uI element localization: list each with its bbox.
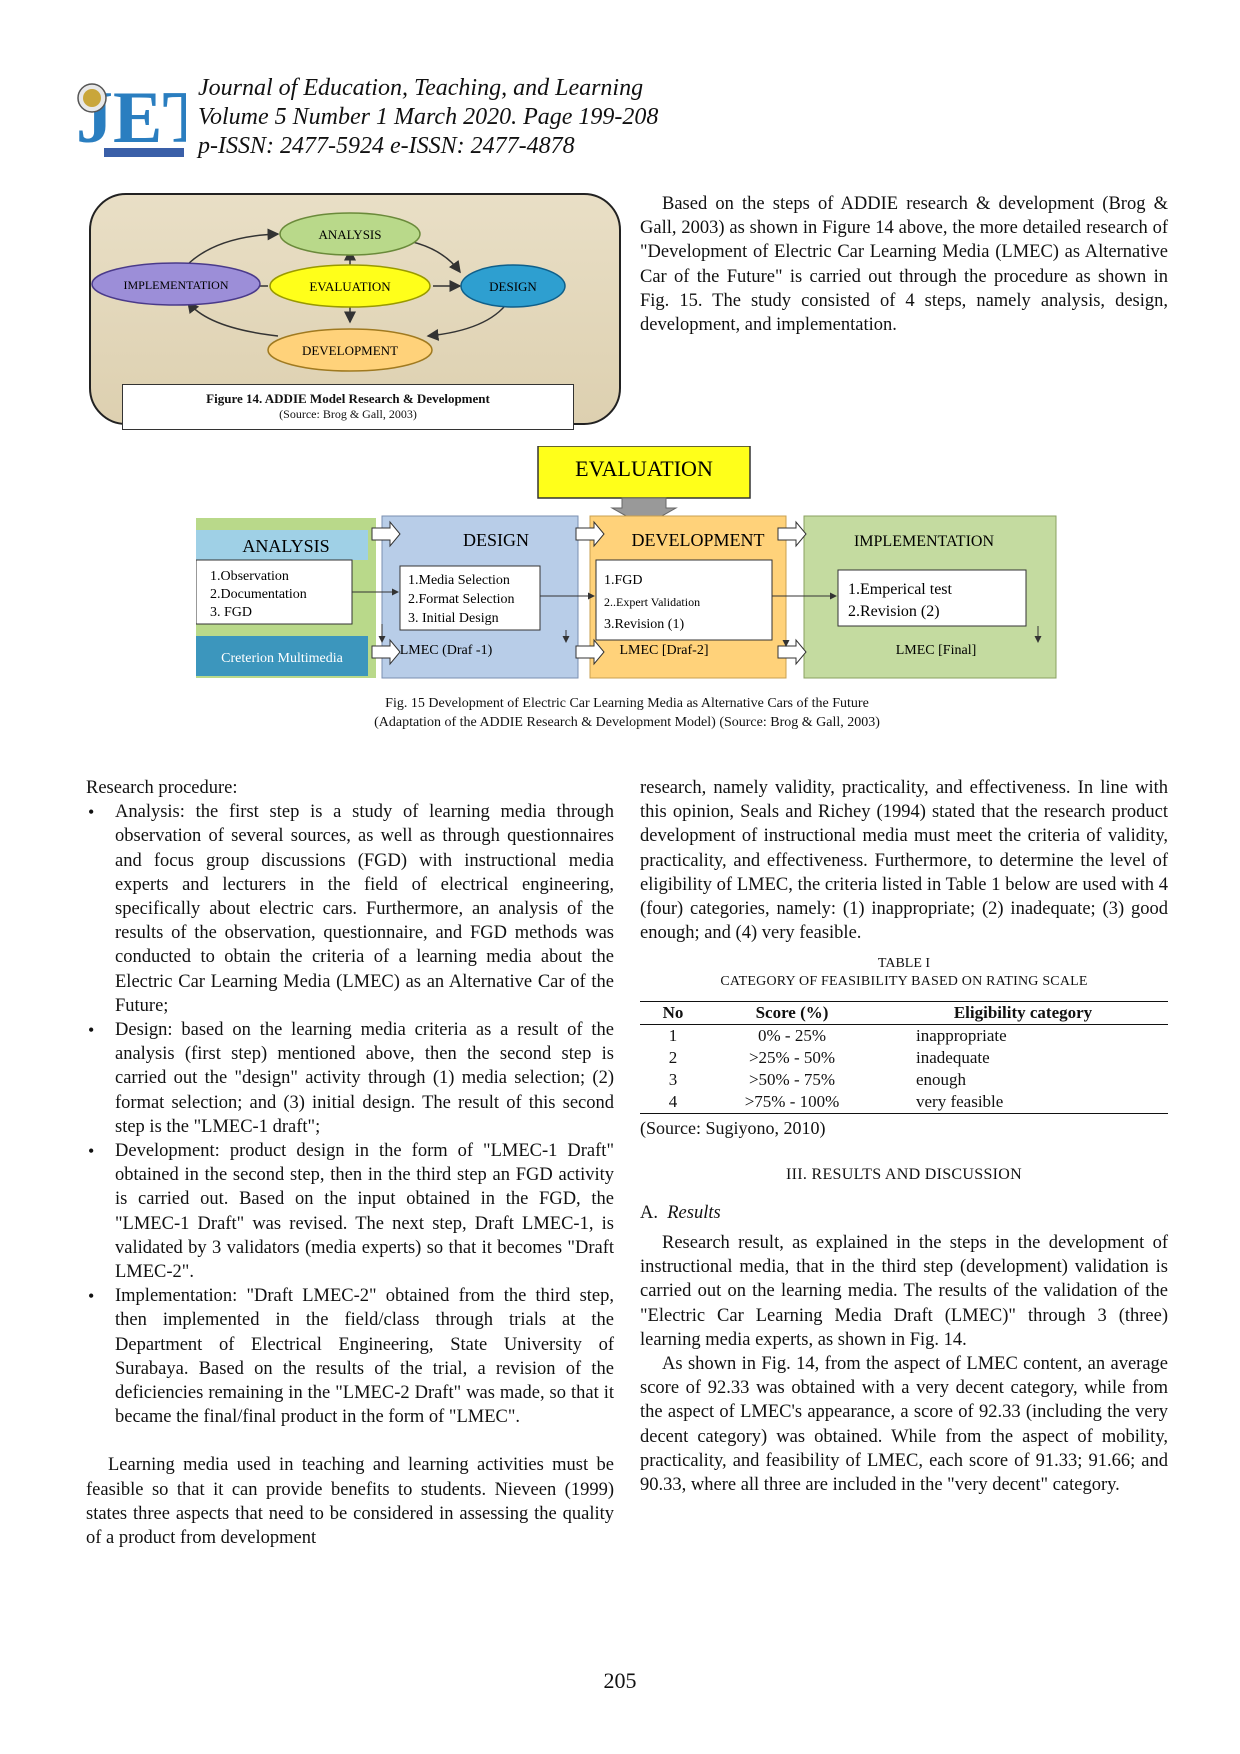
research-procedure-list: Analysis: the first step is a study of l… bbox=[86, 800, 614, 1429]
table-header-no: No bbox=[640, 1001, 706, 1026]
svg-text:DEVELOPMENT: DEVELOPMENT bbox=[302, 343, 398, 358]
subsection-heading: A. Results bbox=[640, 1201, 1168, 1225]
fig14-development-node: DEVELOPMENT bbox=[267, 328, 433, 372]
fig15-design-item-2: 2.Format Selection bbox=[408, 592, 515, 607]
research-procedure-heading: Research procedure: bbox=[86, 778, 238, 798]
fig15-design-item-3: 3. Initial Design bbox=[408, 611, 499, 626]
journal-title: Journal of Education, Teaching, and Lear… bbox=[198, 75, 644, 101]
left-column: Research procedure: Analysis: the first … bbox=[86, 776, 614, 1550]
table-row: 2 >25% - 50% inadequate bbox=[640, 1047, 1168, 1069]
figure-15-lmec-procedure: EVALUATION ANALYSIS DESIGN DEVELOPMENT I… bbox=[195, 445, 1058, 680]
intro-paragraph: Based on the steps of ADDIE research & d… bbox=[640, 194, 1168, 336]
table-cell: 2 bbox=[668, 1048, 678, 1068]
fig15-development-item-2: 2..Expert Validation bbox=[604, 595, 700, 609]
fig15-analysis-output: Creterion Multimedia bbox=[221, 651, 343, 666]
table-subtitle: CATEGORY OF FEASIBILITY BASED ON RATING … bbox=[720, 974, 1088, 990]
table-cell: very feasible bbox=[878, 1091, 1168, 1115]
figure-14-caption-title: Figure 14. ADDIE Model Research & Develo… bbox=[206, 391, 490, 406]
table-cell: >50% - 75% bbox=[748, 1070, 836, 1090]
fig15-analysis-item-1: 1.Observation bbox=[210, 569, 289, 584]
fig15-implementation-title: IMPLEMENTATION bbox=[854, 533, 994, 550]
table-cell: enough bbox=[916, 1070, 967, 1090]
page-number: 205 bbox=[603, 1668, 637, 1693]
procedure-analysis: Analysis: the first step is a study of l… bbox=[86, 800, 614, 1018]
figure-14-caption: Figure 14. ADDIE Model Research & Develo… bbox=[122, 384, 574, 430]
fig15-evaluation-box: EVALUATION bbox=[537, 445, 751, 499]
feasibility-table: No Score (%) Eligibility category 1 0% -… bbox=[640, 1001, 1168, 1115]
table-cell: 1 bbox=[668, 1026, 678, 1046]
fig15-analysis-item-3: 3. FGD bbox=[210, 605, 252, 620]
fig15-development-item-1: 1.FGD bbox=[604, 573, 643, 588]
fig14-implementation-node: IMPLEMENTATION bbox=[91, 262, 261, 306]
procedure-implementation: Implementation: "Draft LMEC-2" obtained … bbox=[86, 1284, 614, 1429]
figure-15-caption-line-2: (Adaptation of the ADDIE Research & Deve… bbox=[374, 715, 880, 730]
section-heading: III. RESULTS AND DISCUSSION bbox=[786, 1165, 1022, 1183]
journal-issn: p-ISSN: 2477-5924 e-ISSN: 2477-4878 bbox=[198, 133, 575, 159]
fig15-implementation-item-2: 2.Revision (2) bbox=[848, 603, 940, 620]
subsection-label: A. bbox=[640, 1202, 658, 1223]
procedure-design: Design: based on the learning media crit… bbox=[86, 1018, 614, 1139]
fig15-development-item-3: 3.Revision (1) bbox=[604, 617, 684, 632]
criteria-paragraph: research, namely validity, practicality,… bbox=[640, 778, 1168, 944]
fig15-design-title: DESIGN bbox=[463, 530, 529, 550]
table-cell: >75% - 100% bbox=[706, 1091, 878, 1115]
table-cell: inadequate bbox=[916, 1048, 990, 1068]
fig15-implementation-output: LMEC [Final] bbox=[896, 643, 977, 658]
table-cell: 4 bbox=[640, 1091, 706, 1115]
fig14-analysis-node: ANALYSIS bbox=[279, 212, 421, 256]
fig15-analysis-item-2: 2.Documentation bbox=[210, 587, 307, 602]
table-header-score: Score (%) bbox=[706, 1001, 878, 1026]
procedure-development: Development: product design in the form … bbox=[86, 1139, 614, 1284]
fig14-evaluation-node: EVALUATION bbox=[269, 264, 431, 308]
fig14-design-node: DESIGN bbox=[460, 264, 566, 308]
learning-media-paragraph: Learning media used in teaching and lear… bbox=[86, 1455, 614, 1549]
right-column: research, namely validity, practicality,… bbox=[640, 776, 1168, 1497]
fig15-design-item-1: 1.Media Selection bbox=[408, 573, 510, 588]
table-cell: inappropriate bbox=[916, 1026, 1007, 1046]
fig15-design-output: LMEC (Draf -1) bbox=[400, 643, 493, 658]
table-source: (Source: Sugiyono, 2010) bbox=[640, 1118, 826, 1139]
table-title: TABLE I bbox=[877, 956, 931, 972]
table-row: 3 >50% - 75% enough bbox=[640, 1069, 1168, 1091]
results-paragraph-1: Research result, as explained in the ste… bbox=[640, 1233, 1168, 1350]
fig15-analysis-title: ANALYSIS bbox=[242, 536, 329, 556]
svg-text:IMPLEMENTATION: IMPLEMENTATION bbox=[123, 278, 228, 292]
svg-text:EVALUATION: EVALUATION bbox=[575, 456, 713, 481]
figure-14-caption-source: (Source: Brog & Gall, 2003) bbox=[279, 407, 417, 421]
table-row: 4 >75% - 100% very feasible bbox=[640, 1091, 1168, 1115]
table-cell: 0% - 25% bbox=[758, 1026, 826, 1046]
table-cell: >25% - 50% bbox=[748, 1048, 836, 1068]
journal-header: Journal of Education, Teaching, and Lear… bbox=[198, 74, 658, 161]
svg-text:DESIGN: DESIGN bbox=[489, 279, 537, 294]
table-cell: 3 bbox=[668, 1070, 678, 1090]
results-paragraph-2: As shown in Fig. 14, from the aspect of … bbox=[640, 1354, 1168, 1496]
table-header-category: Eligibility category bbox=[878, 1001, 1168, 1026]
fig15-development-output: LMEC [Draf-2] bbox=[619, 643, 708, 658]
subsection-title: Results bbox=[667, 1202, 721, 1223]
svg-text:EVALUATION: EVALUATION bbox=[309, 279, 391, 294]
jetl-logo: JETL bbox=[74, 76, 261, 160]
fig15-implementation-item-1: 1.Emperical test bbox=[848, 581, 953, 598]
figure-15-caption: Fig. 15 Development of Electric Car Lear… bbox=[196, 694, 1058, 732]
figure-14-addie-diagram: ANALYSIS IMPLEMENTATION EVALUATION DESIG… bbox=[88, 192, 624, 428]
journal-volume: Volume 5 Number 1 March 2020. Page 199-2… bbox=[198, 104, 659, 130]
svg-text:ANALYSIS: ANALYSIS bbox=[319, 227, 382, 242]
table-row: 1 0% - 25% inappropriate bbox=[640, 1025, 1168, 1048]
figure-15-caption-line-1: Fig. 15 Development of Electric Car Lear… bbox=[385, 696, 869, 711]
fig15-development-title: DEVELOPMENT bbox=[632, 530, 765, 550]
